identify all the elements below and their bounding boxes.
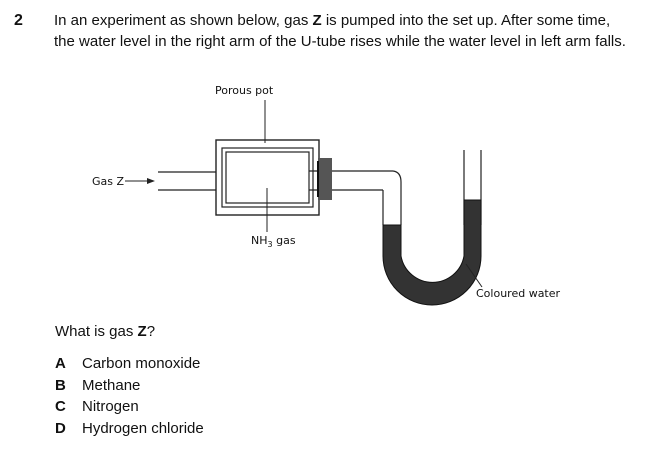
option-letter: D [55, 419, 66, 437]
gas-z-arrowhead [147, 178, 155, 184]
prompt-gas-z: Z [137, 323, 147, 340]
label-gas-z: Gas Z [92, 175, 124, 188]
coloured-water-pointer [465, 263, 483, 288]
option-b[interactable]: B Methane [55, 375, 204, 397]
option-letter: C [55, 398, 66, 415]
question-stem: In an experiment as shown below, gas Z i… [54, 10, 629, 52]
option-text: Methane [82, 376, 141, 394]
answer-options: A Carbon monoxide B Methane C Nitrogen D Hyd… [55, 353, 204, 439]
u-tube-left-outer-top [392, 170, 402, 225]
prompt-text-2: ? [146, 323, 156, 340]
option-d[interactable]: D Hydrogen chloride [55, 418, 204, 440]
option-a[interactable]: A Carbon monoxide [55, 353, 204, 375]
label-coloured-water: Coloured water [476, 287, 561, 300]
question-prompt: What is gas Z? [55, 323, 155, 340]
option-letter: A [55, 355, 66, 372]
stem-text-2: is pumped into the set up. After some ti… [54, 12, 626, 50]
label-porous-pot: Porous pot [215, 84, 274, 97]
coloured-water [382, 199, 482, 306]
option-letter: B [55, 376, 66, 394]
stem-text-1: In an experiment as shown below, gas [54, 12, 313, 29]
prompt-text-1: What is gas [55, 323, 138, 340]
option-text: Hydrogen chloride [82, 419, 204, 437]
stem-gas-z: Z [312, 12, 322, 29]
stopper [318, 158, 332, 200]
question-number: 2 [14, 12, 23, 29]
option-text: Nitrogen [82, 398, 139, 415]
option-text: Carbon monoxide [82, 355, 201, 372]
option-c[interactable]: C Nitrogen [55, 396, 204, 418]
label-nh3-gas: NH3 gas [251, 234, 296, 249]
